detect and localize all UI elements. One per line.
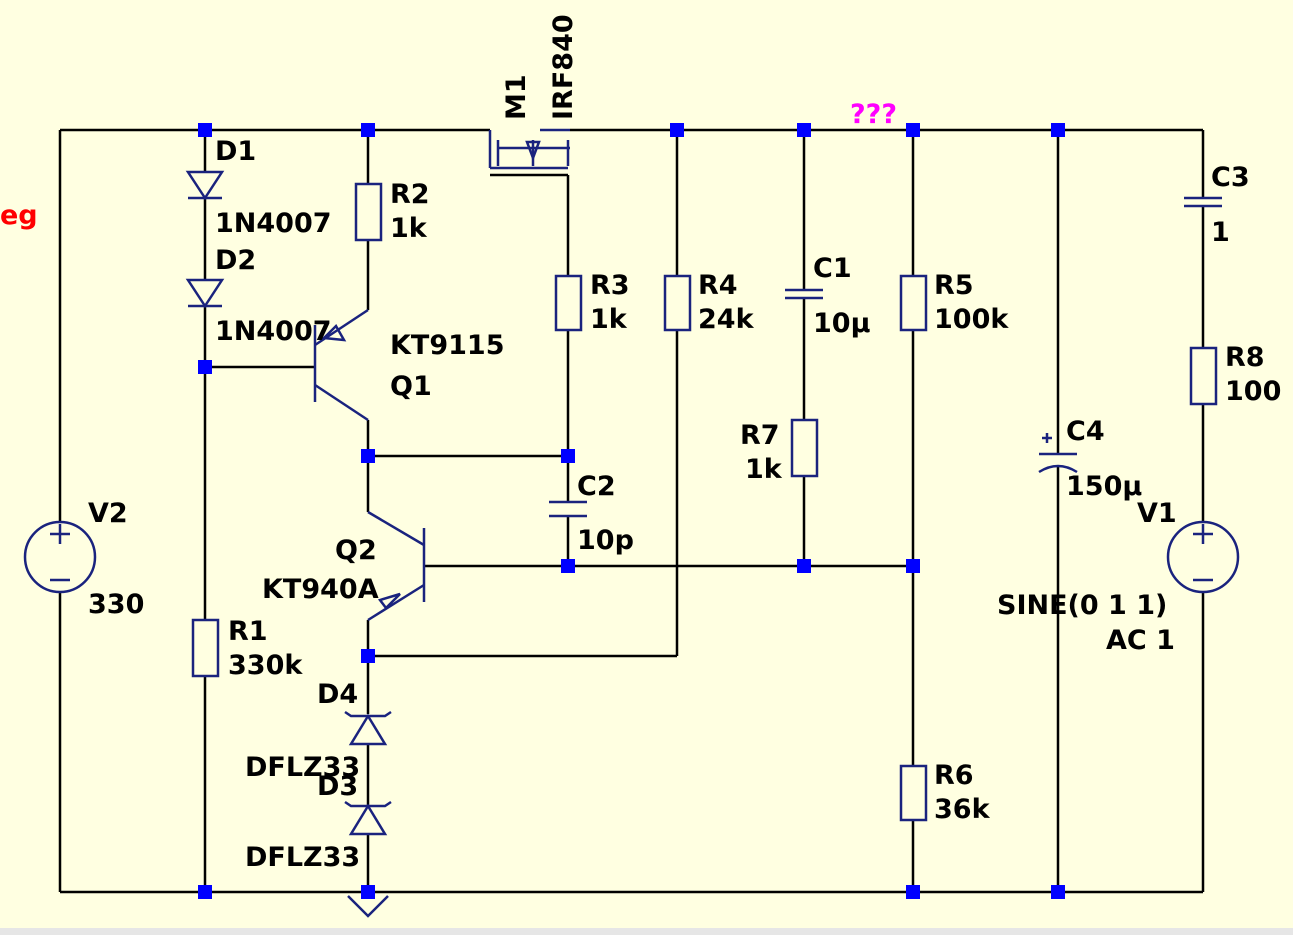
- d3-ref: D3: [317, 771, 358, 802]
- c2-ref: C2: [577, 471, 616, 502]
- resistor-r3[interactable]: [554, 274, 583, 332]
- diode-d2[interactable]: [185, 278, 225, 309]
- resistor-r6[interactable]: [899, 764, 928, 822]
- capacitor-c1[interactable]: [785, 288, 823, 300]
- r8-ref: R8: [1225, 342, 1265, 373]
- q2-value: KT940A: [262, 574, 379, 605]
- ground-symbol: [347, 895, 389, 918]
- voltage-source-v1[interactable]: [1166, 520, 1240, 594]
- r7-ref: R7: [740, 420, 780, 451]
- d3-value: DFLZ33: [245, 842, 360, 873]
- m1-ref: M1: [501, 74, 532, 120]
- q1-value: KT9115: [390, 330, 505, 361]
- r4-ref: R4: [698, 270, 738, 301]
- resistor-r2[interactable]: [354, 182, 383, 242]
- r5-value: 100k: [934, 304, 1009, 335]
- resistor-r5[interactable]: [899, 274, 928, 332]
- q1-ref: Q1: [390, 371, 432, 402]
- r1-ref: R1: [228, 616, 268, 647]
- d1-value: 1N4007: [215, 208, 332, 239]
- r1-value: 330k: [228, 650, 303, 681]
- c4-ref: C4: [1066, 416, 1105, 447]
- voltage-source-v2[interactable]: [23, 520, 97, 594]
- capacitor-c3[interactable]: [1184, 196, 1222, 208]
- r2-value: 1k: [390, 213, 428, 244]
- r6-ref: R6: [934, 760, 974, 791]
- c3-value: 1: [1211, 217, 1230, 248]
- c4-value: 150µ: [1066, 471, 1142, 502]
- d1-ref: D1: [215, 136, 256, 167]
- zener-d4[interactable]: [344, 710, 392, 746]
- bottom-scroll-bar[interactable]: [0, 928, 1293, 935]
- d4-ref: D4: [317, 679, 358, 710]
- r4-value: 24k: [698, 304, 755, 335]
- r8-value: 100: [1225, 376, 1281, 407]
- c1-value: 10µ: [813, 308, 871, 339]
- junctions: [198, 123, 1065, 899]
- diode-d1[interactable]: [185, 170, 225, 201]
- v2-value: 330: [88, 589, 144, 620]
- m1-value: IRF840: [548, 14, 579, 120]
- partial-label: eg: [0, 200, 38, 231]
- transistor-q1[interactable]: [313, 308, 369, 422]
- resistor-r1[interactable]: [191, 618, 220, 678]
- capacitor-c4[interactable]: [1038, 433, 1078, 474]
- d2-value: 1N4007: [215, 316, 332, 347]
- v1-ref: V1: [1137, 498, 1177, 529]
- zener-d3[interactable]: [344, 800, 392, 836]
- resistor-r4[interactable]: [663, 274, 692, 332]
- capacitor-c2[interactable]: [549, 500, 587, 518]
- r6-value: 36k: [934, 794, 991, 825]
- d4-value: DFLZ33: [245, 752, 360, 783]
- c1-ref: C1: [813, 253, 852, 284]
- mosfet-m1[interactable]: [488, 128, 570, 170]
- r7-value: 1k: [745, 454, 783, 485]
- r5-ref: R5: [934, 270, 974, 301]
- r3-ref: R3: [590, 270, 630, 301]
- r2-ref: R2: [390, 179, 430, 210]
- v1-ac: AC 1: [1106, 625, 1175, 656]
- wires: [58, 128, 1205, 894]
- q2-ref: Q2: [335, 535, 377, 566]
- d2-ref: D2: [215, 245, 256, 276]
- c3-ref: C3: [1211, 162, 1250, 193]
- resistor-r8[interactable]: [1189, 346, 1218, 406]
- r3-value: 1k: [590, 304, 628, 335]
- v1-value: SINE(0 1 1): [997, 590, 1167, 621]
- transistor-q2[interactable]: [367, 510, 426, 622]
- resistor-r7[interactable]: [790, 418, 819, 478]
- net-flag[interactable]: ???: [850, 99, 897, 130]
- v2-ref: V2: [88, 498, 128, 529]
- c2-value: 10p: [577, 525, 634, 556]
